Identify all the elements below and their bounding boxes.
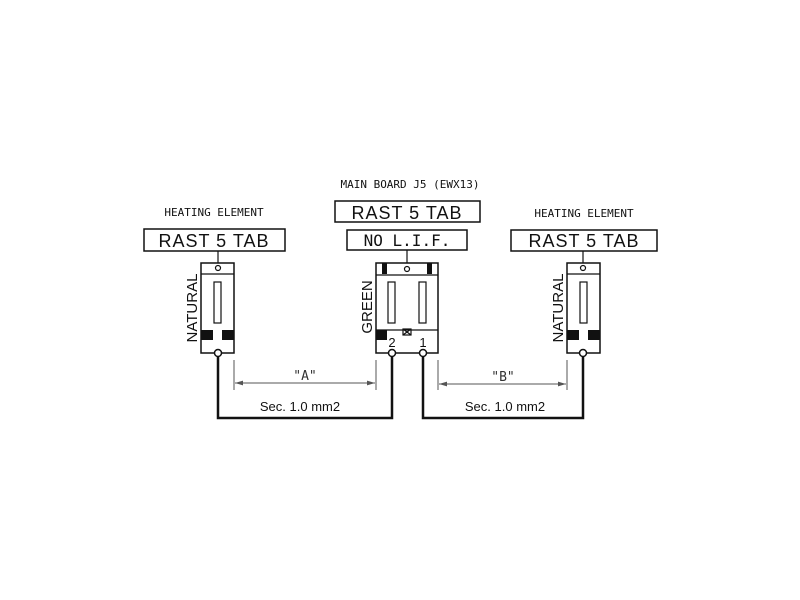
svg-text:"B": "B" [491, 370, 514, 385]
wire-left [213, 348, 397, 420]
svg-text:RAST 5 TAB: RAST 5 TAB [351, 203, 462, 223]
right-element-title: HEATING ELEMENT [534, 207, 634, 220]
svg-text:RAST 5 TAB: RAST 5 TAB [158, 231, 269, 251]
main-board-connector-label: RAST 5 TAB [334, 200, 481, 223]
left-element-color: NATURAL [184, 274, 201, 343]
main-board-coding-label: NO L.I.F. [346, 229, 468, 251]
crossed-box-icon [402, 328, 412, 336]
wire-right-section: Sec. 1.0 mm2 [465, 399, 545, 414]
dimension-a: "A" [233, 360, 377, 390]
right-element-color: NATURAL [550, 274, 567, 343]
wire-right [418, 348, 588, 420]
dimension-b: "B" [437, 360, 568, 390]
left-element-connector-label: RAST 5 TAB [143, 228, 286, 252]
right-element-connector [566, 262, 601, 354]
svg-text:"A": "A" [293, 369, 316, 384]
main-board-connector: 2 1 [375, 262, 439, 354]
svg-text:RAST 5 TAB: RAST 5 TAB [528, 231, 639, 251]
main-board-title: MAIN BOARD J5 (EWX13) [340, 178, 479, 191]
right-element-connector-label: RAST 5 TAB [510, 229, 658, 252]
left-element-connector [200, 262, 235, 354]
svg-text:NO L.I.F.: NO L.I.F. [364, 231, 451, 250]
left-element-title: HEATING ELEMENT [164, 206, 264, 219]
wire-left-section: Sec. 1.0 mm2 [260, 399, 340, 414]
pin-2-label: 2 [388, 335, 395, 350]
main-board-color: GREEN [359, 280, 376, 333]
pin-1-label: 1 [419, 335, 426, 350]
